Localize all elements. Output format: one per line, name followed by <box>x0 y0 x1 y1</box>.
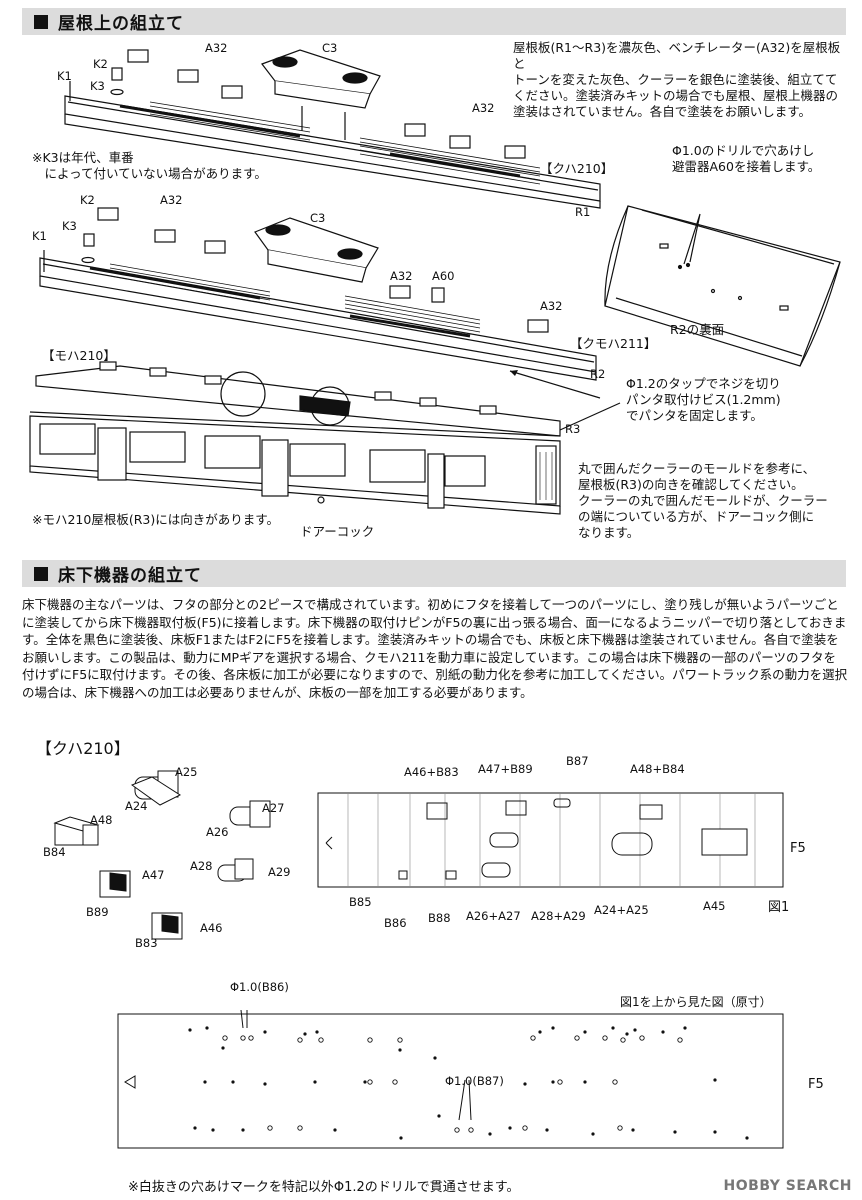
part-label-a26: A26 <box>206 825 229 839</box>
label-a32: A32 <box>205 41 228 55</box>
r2-back-label: R2の裏面 <box>670 322 725 337</box>
label-a32: A32 <box>472 101 495 115</box>
drill-note: Φ1.0のドリルで穴あけし 避雷器A60を接着します。 <box>672 143 821 174</box>
plate-label-b88: B88 <box>428 911 451 925</box>
part-a47-b89 <box>99 870 131 898</box>
parts-diagram <box>53 770 271 940</box>
plate-label-a45: A45 <box>703 899 726 913</box>
hole-label-b87: Φ1.0(B87) <box>445 1074 504 1088</box>
solid-holes <box>188 1026 749 1140</box>
door-cock-label: ドアーコック <box>300 524 375 539</box>
orientation-note: 丸で囲んだクーラーのモールドを参考に、 屋根板(R3)の向きを確認してください。… <box>578 461 828 540</box>
roof-panel-r2 <box>39 257 597 381</box>
part-label-a28: A28 <box>190 859 213 873</box>
paint-note: 屋根板(R1～R3)を濃灰色、ベンチレーター(A32)を屋根板と トーンを変えた… <box>513 40 841 119</box>
label-k1: K1 <box>57 69 72 83</box>
car-label-kuha210-underfloor: 【クハ210】 <box>36 739 130 758</box>
cooler-c3-top <box>261 49 381 109</box>
plate-label-a24a25: A24+A25 <box>594 903 649 917</box>
r2-back-view <box>604 205 841 367</box>
label-k3: K3 <box>90 79 105 93</box>
plate-label-a46b83: A46+B83 <box>404 765 459 779</box>
part-label-a29: A29 <box>268 865 291 879</box>
label-k3: K3 <box>62 219 77 233</box>
hollow-holes <box>222 1035 683 1133</box>
label-c3: C3 <box>322 41 338 55</box>
part-label-b89: B89 <box>86 905 109 919</box>
label-k2: K2 <box>80 193 95 207</box>
label-r3: R3 <box>565 422 581 436</box>
top-view-title: 図1を上から見た図（原寸） <box>620 995 772 1009</box>
ventilator-group-2 <box>97 207 549 333</box>
part-a24-a25 <box>130 770 182 806</box>
label-a60: A60 <box>432 269 455 283</box>
f5-top-view-label: F5 <box>808 1077 824 1092</box>
roof-panel-r1 <box>64 95 601 209</box>
label-k1: K1 <box>32 229 47 243</box>
label-a32: A32 <box>390 269 413 283</box>
part-a26-a27 <box>229 800 271 828</box>
watermark: HOBBY SEARCH <box>723 1178 852 1194</box>
section-header-roof: 屋根上の組立て <box>22 8 846 35</box>
plate-label-a48b84: A48+B84 <box>630 762 685 776</box>
plate-label-fig1: 図1 <box>768 900 790 915</box>
section-bullet <box>34 14 48 29</box>
label-k2: K2 <box>93 57 108 71</box>
footer-note: ※白抜きの穴あけマークを特記以外Φ1.2のドリルで貫通させます。 <box>128 1180 520 1195</box>
section-bullet <box>34 566 48 581</box>
car-body-moha210 <box>29 361 561 515</box>
part-label-a46: A46 <box>200 921 223 935</box>
plate-label-b85: B85 <box>349 895 372 909</box>
car-label-kumoha211: 【クモハ211】 <box>570 336 657 351</box>
part-a28-a29 <box>217 858 254 882</box>
part-label-a25: A25 <box>175 765 198 779</box>
car-label-moha210: 【モハ210】 <box>42 348 116 363</box>
underfloor-paragraph: 床下機器の主なパーツは、フタの部分との2ピースで構成されています。初めにフタを接… <box>22 597 848 700</box>
part-label-a47: A47 <box>142 868 165 882</box>
part-label-b83: B83 <box>135 936 158 950</box>
tap-note: Φ1.2のタップでネジを切り パンタ取付けビス(1.2mm) でパンタを固定しま… <box>626 376 781 423</box>
k-pins-2 <box>43 233 95 272</box>
k3-note: ※K3は年代、車番 によって付いていない場合があります。 <box>32 150 267 181</box>
plate-label-a28a29: A28+A29 <box>531 909 586 923</box>
part-label-a24: A24 <box>125 799 148 813</box>
roof-diagram <box>29 49 841 515</box>
cooler-c3-mid <box>254 217 379 283</box>
section-title: 床下機器の組立て <box>58 566 202 586</box>
section-title: 屋根上の組立て <box>58 14 184 34</box>
label-a32: A32 <box>160 193 183 207</box>
plate-label-a26a27: A26+A27 <box>466 909 521 923</box>
moha-roof-note: ※モハ210屋根板(R3)には向きがあります。 <box>32 512 279 527</box>
f5-plate-figure1 <box>317 792 784 888</box>
label-a32: A32 <box>540 299 563 313</box>
section-header-underfloor: 床下機器の組立て <box>22 560 846 587</box>
part-label-a48: A48 <box>90 813 113 827</box>
f5-top-view <box>117 1010 784 1149</box>
ventilator-group-1 <box>127 49 526 159</box>
part-label-b84: B84 <box>43 845 66 859</box>
k-pins-1 <box>69 67 124 101</box>
plate-label-b86: B86 <box>384 916 407 930</box>
label-r2: R2 <box>590 367 606 381</box>
part-label-a27: A27 <box>262 801 285 815</box>
hole-label-b86: Φ1.0(B86) <box>230 980 289 994</box>
plate-label-b87: B87 <box>566 754 589 768</box>
plate-label-a47b89: A47+B89 <box>478 762 533 776</box>
plate-label-f5: F5 <box>790 841 806 856</box>
label-r1: R1 <box>575 205 591 219</box>
car-label-kuha210: 【クハ210】 <box>540 161 614 176</box>
part-a46-b83 <box>151 912 183 940</box>
label-c3: C3 <box>310 211 326 225</box>
part-a48-b84 <box>53 816 100 846</box>
